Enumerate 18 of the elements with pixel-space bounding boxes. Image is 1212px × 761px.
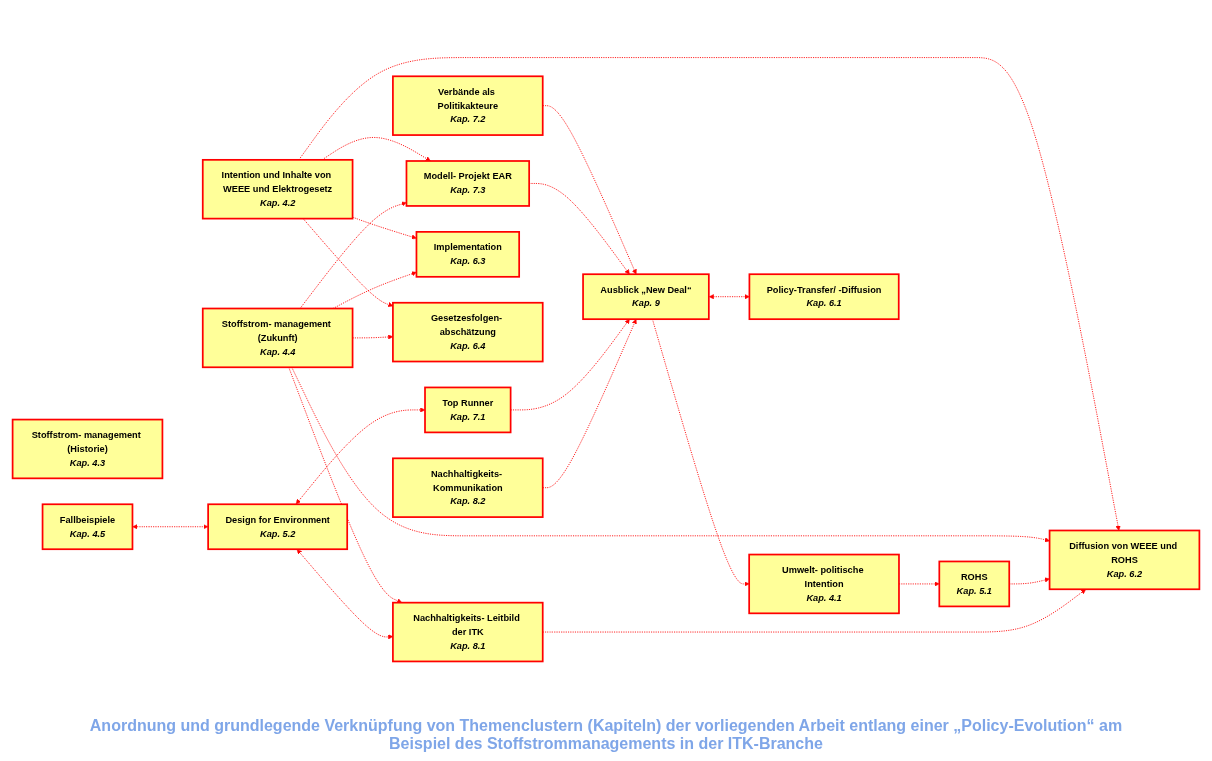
node-box: Intention und Inhalte von WEEE und Elektrogesetz Kap. 4.2 [201,158,354,220]
node-box: Umwelt- politische Intention Kap. 4.1 [748,553,900,615]
caption: Anordnung und grundlegende Verknüpfung von Themenclustern (Kapiteln) der vorliegenden Arbeit entlang einer „Policy-Evolution“ am Beispiel des Stoffstrommanagements in der ITK-Branche [88,717,1124,753]
node-box: ROHS Kap. 5.1 [938,560,1011,608]
node-box: Diffusion von WEEE und ROHS Kap. 6.2 [1048,529,1201,591]
node-box: Verbände als Politikakteure Kap. 7.2 [392,75,544,136]
node-box: Nachhaltigkeits- Leitbild der ITK Kap. 8.1 [392,601,544,663]
node-box: Modell- Projekt EAR Kap. 7.3 [405,160,530,207]
node-box: Top Runner Kap. 7.1 [424,386,512,434]
node-box: Policy-Transfer/ -Diffusion Kap. 6.1 [748,273,900,321]
node-box: Implementation Kap. 6.3 [415,231,521,278]
node-box: Stoffstrom- management (Zukunft) Kap. 4.4 [201,307,354,369]
node-box: Design for Environment Kap. 5.2 [207,503,349,551]
node-box: Ausblick „New Deal“ Kap. 9 [582,273,710,321]
node-box: Nachhaltigkeits- Kommunikation Kap. 8.2 [392,457,544,518]
node-box: Stoffstrom- management (Historie) Kap. 4.3 [11,418,164,480]
node-box: Gesetzesfolgen- abschätzung Kap. 6.4 [392,301,544,363]
node-box: Fallbeispiele Kap. 4.5 [41,503,134,551]
